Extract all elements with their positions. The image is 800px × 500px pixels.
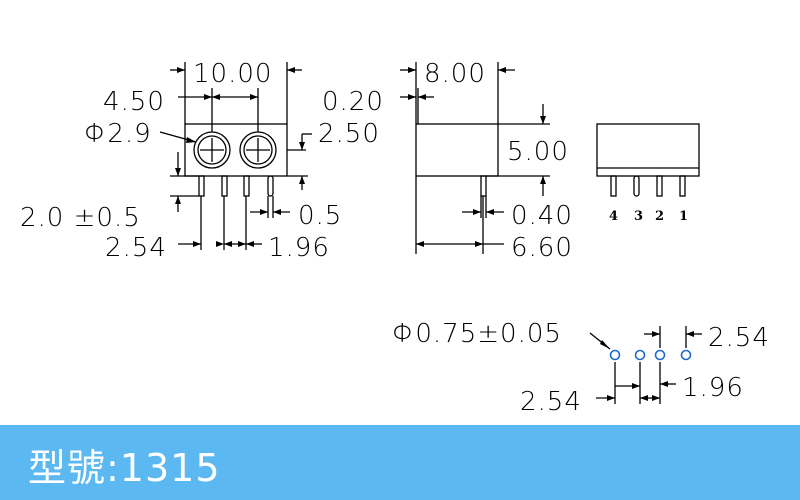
technical-drawing: 10.00 4.50 Φ2.9 2.50 2.0 ±0.5 0.5 2.54 1… — [20, 59, 770, 417]
pin-number-4: 4 — [609, 209, 618, 224]
dim-side-pin-0-40: 0.40 — [511, 201, 573, 231]
dim-side-offset-0-20: 0.20 — [322, 87, 384, 117]
dim-front-width: 10.00 — [193, 59, 272, 89]
front-view — [159, 62, 312, 250]
side-pin — [480, 175, 487, 197]
pcb-hole-4 — [680, 349, 692, 361]
dim-pcb-hole: Φ0.75±0.05 — [392, 319, 562, 349]
dim-front-pitch-4-50: 4.50 — [103, 87, 165, 117]
end-body — [596, 123, 700, 177]
pcb-hole-2 — [634, 349, 646, 361]
front-pin-1 — [198, 175, 205, 197]
dim-front-tol-2-0: 2.0 ±0.5 — [20, 203, 141, 233]
dim-pcb-pitch-right: 2.54 — [708, 323, 770, 353]
led-left-inner — [197, 135, 227, 165]
dim-front-diameter: Φ2.9 — [84, 119, 152, 149]
footer-bar: 型號:1315 — [0, 425, 800, 500]
end-pin-4 — [610, 175, 617, 197]
dim-front-height-2-50: 2.50 — [318, 119, 380, 149]
pcb-hole-3 — [654, 349, 666, 361]
dim-side-depth-6-60: 6.60 — [511, 233, 573, 263]
front-pin-4 — [267, 175, 274, 197]
model-label: 型號:1315 — [28, 446, 221, 490]
end-view — [596, 123, 700, 197]
dim-pcb-pitch-mid: 1.96 — [682, 373, 744, 403]
end-pin-3 — [633, 175, 640, 197]
side-body — [415, 123, 499, 177]
pin-number-2: 2 — [655, 209, 664, 224]
pin-number-1: 1 — [679, 209, 688, 224]
dim-side-height-5: 5.00 — [507, 137, 569, 167]
dim-side-depth-8: 8.00 — [424, 59, 486, 89]
end-pin-2 — [656, 175, 663, 197]
front-pin-2 — [221, 175, 228, 197]
dim-front-pitch-1-96: 1.96 — [268, 233, 330, 263]
dim-front-pitch-2-54: 2.54 — [105, 233, 167, 263]
dim-pcb-pitch-left: 2.54 — [520, 387, 582, 417]
end-pin-1 — [679, 175, 686, 197]
dim-front-pin-0-5: 0.5 — [298, 201, 342, 231]
pcb-hole-1 — [609, 349, 621, 361]
led-right-inner — [243, 135, 273, 165]
pin-number-3: 3 — [634, 209, 643, 224]
front-pin-3 — [243, 175, 250, 197]
